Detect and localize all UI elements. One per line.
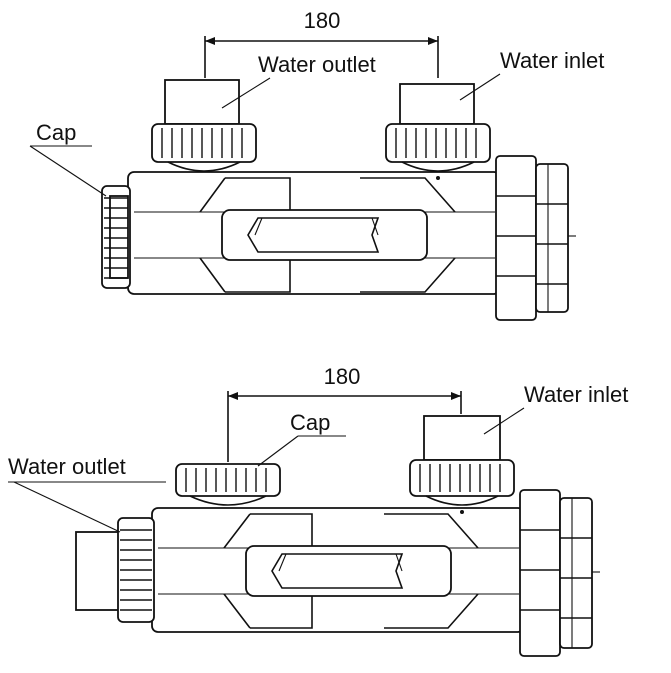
top-dimension: 180 (204, 8, 439, 78)
top-right-union (495, 155, 576, 321)
top-water-outlet-label: Water outlet (258, 52, 376, 77)
top-inlet-port (385, 83, 491, 180)
top-cap-label: Cap (36, 120, 76, 145)
top-housing (127, 171, 501, 295)
bottom-cap-leader (257, 435, 299, 467)
bottom-water-inlet-leader (483, 407, 525, 435)
bottom-left-outlet (75, 517, 155, 623)
top-water-inlet-leader (459, 73, 501, 101)
bottom-water-outlet-label: Water outlet (8, 454, 126, 479)
top-water-inlet-label: Water inlet (500, 48, 604, 73)
bottom-water-outlet-leader (13, 481, 121, 533)
bottom-dimension: 180 (227, 364, 462, 462)
bottom-cap-label: Cap (290, 410, 330, 435)
bottom-housing (151, 507, 525, 633)
bottom-inlet-port (409, 415, 515, 514)
top-diagram: 180 (29, 8, 604, 321)
top-water-outlet-leader (221, 77, 271, 109)
bottom-water-inlet-label: Water inlet (524, 382, 628, 407)
top-outlet-port (151, 79, 257, 172)
top-cap-leader (29, 145, 107, 197)
bottom-dimension-value: 180 (324, 364, 361, 389)
bottom-diagram: 180 (8, 364, 628, 657)
bottom-cap (175, 463, 281, 506)
bottom-right-union (519, 489, 600, 657)
top-left-cap (101, 185, 131, 289)
top-dimension-value: 180 (304, 8, 341, 33)
